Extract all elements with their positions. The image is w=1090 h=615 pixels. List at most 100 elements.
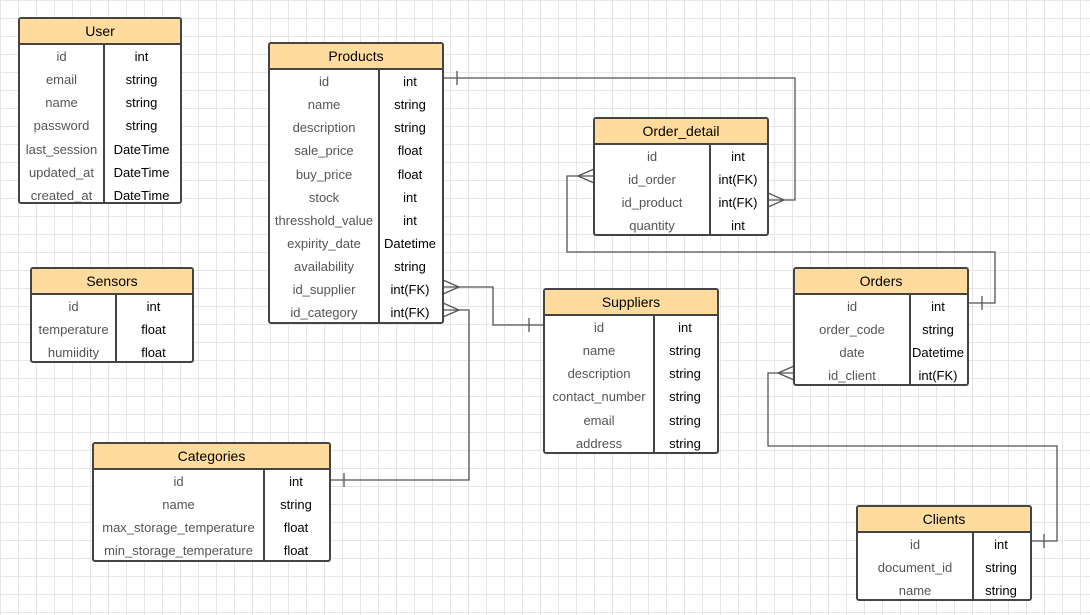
field-name: id bbox=[173, 474, 184, 490]
field-type: float bbox=[141, 345, 166, 361]
field-row[interactable]: min_storage_temperature float bbox=[94, 539, 329, 560]
field-row[interactable]: name string bbox=[858, 579, 1030, 599]
entity-title: Sensors bbox=[32, 269, 192, 295]
field-name: password bbox=[33, 118, 90, 134]
field-type: string bbox=[125, 95, 158, 111]
entity-title: Order_detail bbox=[595, 119, 767, 145]
field-name: name bbox=[898, 583, 932, 599]
field-name: address bbox=[575, 435, 623, 451]
field-type: int bbox=[731, 218, 745, 234]
field-name: contact_number bbox=[552, 389, 646, 405]
field-type: DateTime bbox=[113, 141, 170, 157]
entity-title: Suppliers bbox=[545, 290, 717, 316]
field-type: float bbox=[283, 543, 309, 559]
field-type: string bbox=[125, 72, 158, 88]
entity-title: Orders bbox=[795, 269, 967, 295]
field-name: name bbox=[582, 343, 616, 359]
field-type: string bbox=[922, 322, 954, 338]
field-type: int bbox=[146, 299, 161, 315]
field-name: email bbox=[583, 412, 615, 428]
field-name: id_supplier bbox=[292, 282, 356, 298]
field-row[interactable]: updated_at DateTime bbox=[20, 161, 180, 184]
field-name: date bbox=[839, 345, 865, 361]
entity-title: User bbox=[20, 19, 180, 45]
field-name: quantity bbox=[629, 218, 675, 234]
field-row[interactable]: last_session DateTime bbox=[20, 138, 180, 161]
field-type: DateTime bbox=[113, 164, 170, 180]
field-row[interactable]: order_code string bbox=[795, 318, 967, 341]
field-row[interactable]: id_supplier int(FK) bbox=[270, 278, 442, 301]
field-name: updated_at bbox=[28, 164, 95, 180]
field-name: humiidity bbox=[47, 345, 100, 361]
field-type: float bbox=[397, 143, 423, 159]
field-row[interactable]: id int bbox=[20, 45, 180, 68]
field-row[interactable]: sale_price float bbox=[270, 139, 442, 162]
field-row[interactable]: quantity int bbox=[595, 214, 767, 234]
field-type: int bbox=[731, 149, 745, 165]
field-row[interactable]: address string bbox=[545, 432, 717, 452]
field-row[interactable]: temperature float bbox=[32, 318, 192, 341]
field-type: string bbox=[669, 435, 701, 451]
field-type: int bbox=[994, 537, 1008, 553]
field-name: order_code bbox=[819, 322, 885, 338]
field-name: document_id bbox=[877, 560, 953, 576]
field-name: min_storage_temperature bbox=[104, 543, 253, 559]
field-name: sale_price bbox=[294, 143, 354, 159]
field-row[interactable]: id int bbox=[94, 470, 329, 493]
field-row[interactable]: name string bbox=[20, 91, 180, 114]
field-type: int bbox=[134, 49, 149, 65]
field-type: int bbox=[289, 474, 303, 490]
connector-categories-products bbox=[331, 309, 470, 481]
field-type: string bbox=[669, 366, 701, 382]
field-type: int(FK) bbox=[390, 305, 430, 321]
field-type: int(FK) bbox=[390, 282, 430, 298]
many-marker bbox=[776, 365, 795, 381]
field-name: last_session bbox=[25, 141, 98, 157]
field-type: int bbox=[678, 320, 692, 336]
field-name: temperature bbox=[38, 322, 109, 338]
field-type: string bbox=[985, 583, 1017, 599]
field-type: float bbox=[141, 322, 166, 338]
many-marker bbox=[442, 279, 461, 295]
field-name: id bbox=[56, 49, 67, 65]
field-name: name bbox=[162, 497, 195, 513]
field-name: name bbox=[45, 95, 78, 111]
field-row[interactable]: humiidity float bbox=[32, 341, 192, 361]
